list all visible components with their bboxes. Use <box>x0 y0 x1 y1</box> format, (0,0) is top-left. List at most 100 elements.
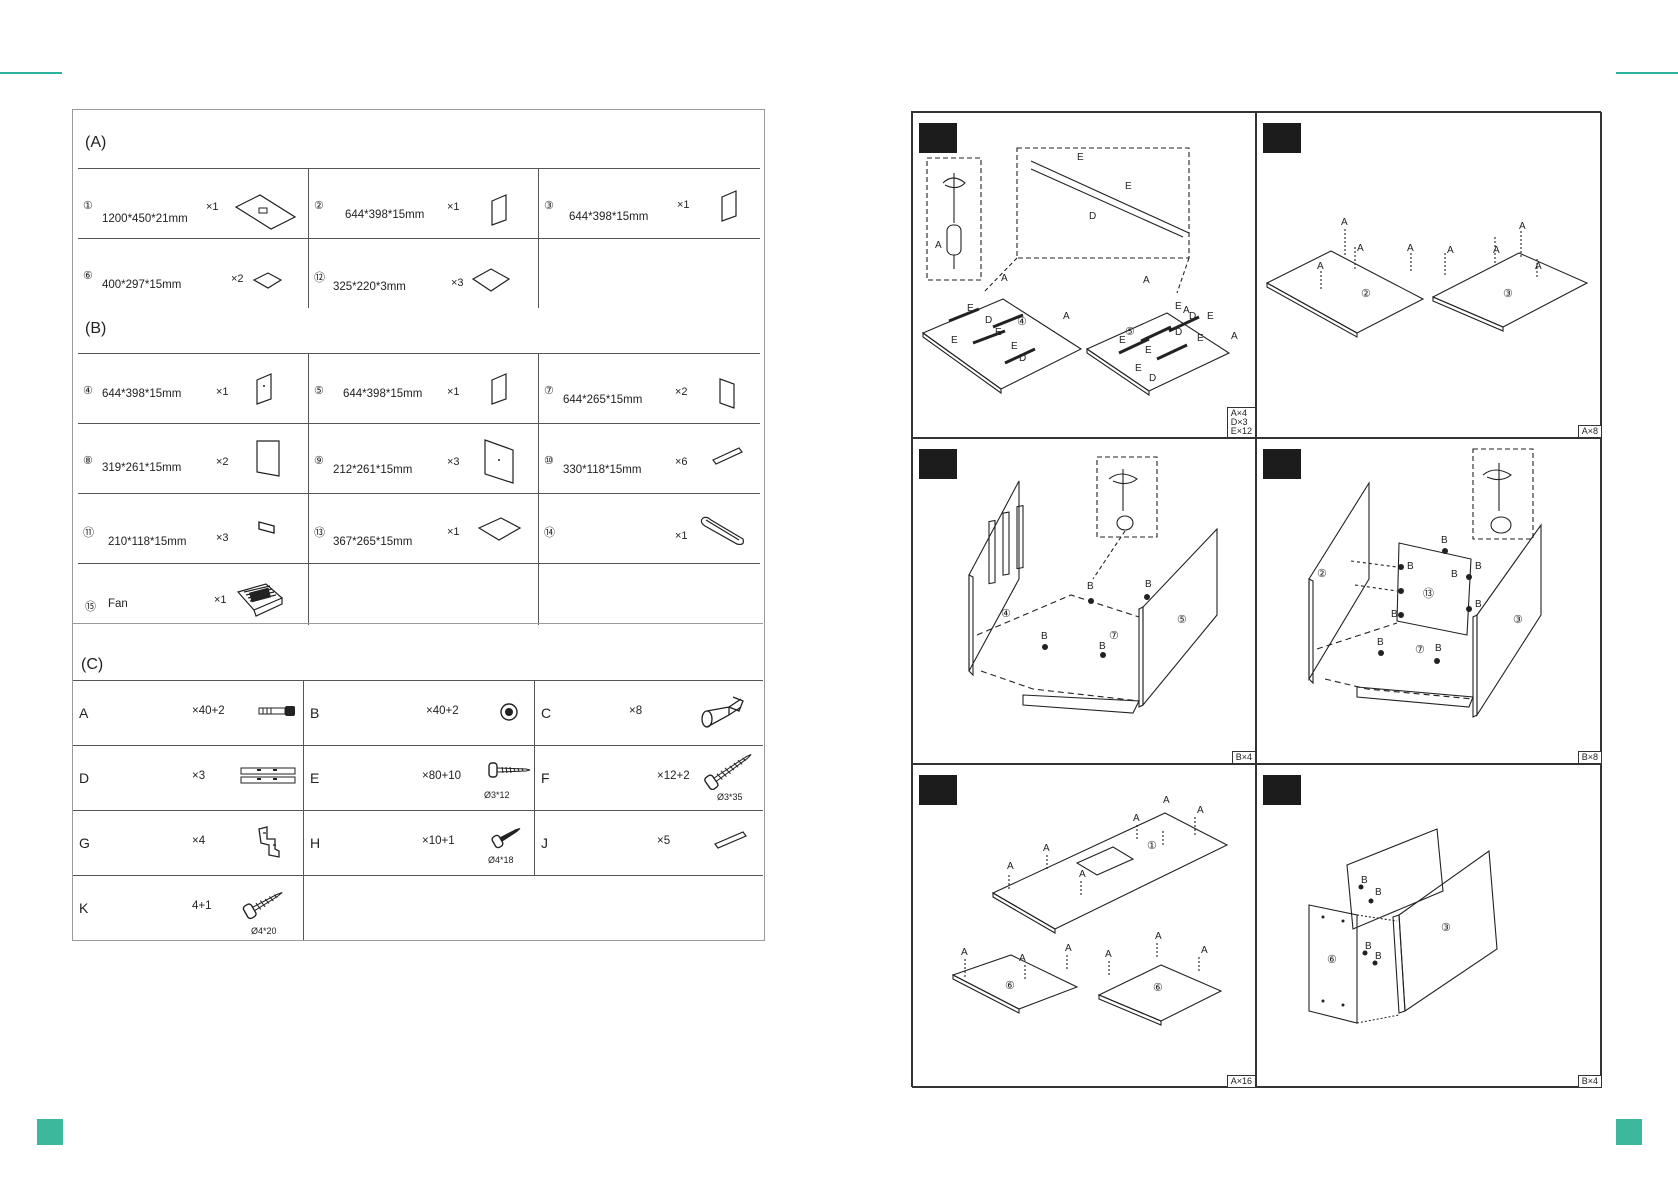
part-quantity: ×2 <box>675 386 688 398</box>
side-panel-icon <box>491 194 507 226</box>
svg-text:A: A <box>1155 931 1162 942</box>
svg-text:A: A <box>1163 795 1170 806</box>
panel-label: ④ <box>1001 608 1011 620</box>
svg-text:D: D <box>1089 211 1096 222</box>
svg-text:A: A <box>1019 953 1026 964</box>
svg-text:A: A <box>1043 843 1050 854</box>
part-dimensions: 644*398*15mm <box>345 209 425 221</box>
hardware-cell: C ×8 <box>534 680 763 745</box>
panel-label: ⑥ <box>1327 954 1337 966</box>
bottom-left-accent-square <box>37 1119 63 1145</box>
section-divider <box>73 623 763 624</box>
hardware-size: Ø4*20 <box>251 926 277 936</box>
step-number-badge <box>919 775 957 805</box>
svg-text:A: A <box>961 947 968 958</box>
parts-list-table: (A) ① 1200*450*21mm ×1 ② 644*398*15mm ×1… <box>72 109 765 941</box>
svg-text:A: A <box>1231 331 1238 342</box>
svg-text:A: A <box>1143 275 1150 286</box>
svg-text:B: B <box>1375 951 1382 962</box>
part-cell: ⑮ Fan ×1 <box>78 563 308 625</box>
part-dimensions: 367*265*15mm <box>333 536 413 548</box>
svg-text:A: A <box>1105 949 1112 960</box>
hardware-cell: K 4+1 Ø4*20 <box>73 875 303 940</box>
svg-text:B: B <box>1475 561 1482 572</box>
svg-text:A: A <box>1357 243 1364 254</box>
part-quantity: ×2 <box>216 456 229 468</box>
step-number-badge <box>919 449 957 479</box>
svg-text:B: B <box>1475 599 1482 610</box>
hardware-count: B×4 <box>1581 1076 1598 1086</box>
part-number: ② <box>314 200 324 212</box>
top-panel-icon <box>234 194 297 230</box>
part-cell: ⑬ 367*265*15mm ×1 <box>308 493 538 563</box>
part-dimensions: 212*261*15mm <box>333 464 413 476</box>
bracket-icon <box>258 826 280 858</box>
part-cell: ⑧ 319*261*15mm ×2 <box>78 423 308 493</box>
short-screw-icon <box>488 762 531 778</box>
drawer-strip-icon <box>712 447 743 465</box>
part-dimensions: 644*265*15mm <box>563 394 643 406</box>
hardware-cell: F ×12+2 Ø3*35 <box>534 745 763 810</box>
svg-text:D: D <box>1189 311 1196 322</box>
part-number: ⑭ <box>544 527 555 539</box>
panel-label: ⑤ <box>1125 326 1135 338</box>
svg-text:B: B <box>1361 875 1368 886</box>
part-dimensions: Fan <box>108 598 128 610</box>
hardware-letter: E <box>310 770 320 786</box>
svg-text:A: A <box>1197 805 1204 816</box>
hardware-count: E×12 <box>1230 426 1252 436</box>
section-c-label: (C) <box>81 656 104 673</box>
part-quantity: ×1 <box>206 201 219 213</box>
svg-text:A: A <box>935 240 942 251</box>
step-number-badge <box>1263 775 1301 805</box>
hardware-letter: C <box>541 705 552 721</box>
part-cell: ⑥ 400*297*15mm ×2 <box>78 238 308 308</box>
svg-text:E: E <box>1119 335 1126 346</box>
part-cell: ③ 644*398*15mm ×1 <box>538 168 760 238</box>
svg-text:A: A <box>1407 243 1414 254</box>
part-number: ⑦ <box>544 385 554 397</box>
part-number: ⑪ <box>83 527 94 539</box>
hardware-count: A×4 <box>1230 408 1247 418</box>
panel-label: ③ <box>1441 922 1451 934</box>
section-b-label: (B) <box>85 320 107 337</box>
part-number: ⑧ <box>83 455 93 467</box>
back-board-icon <box>471 268 511 292</box>
svg-text:A: A <box>1317 261 1324 272</box>
adjustable-foot-icon <box>701 696 744 728</box>
hardware-count-tag: B×4 <box>1577 1075 1601 1087</box>
empty-cell <box>308 563 538 625</box>
empty-cell <box>538 563 760 625</box>
divider-panel-icon <box>484 439 514 484</box>
panel-label: ⑦ <box>1109 630 1119 642</box>
svg-text:A: A <box>1519 221 1526 232</box>
hardware-quantity: ×40+2 <box>192 705 225 717</box>
svg-text:B: B <box>1099 641 1106 652</box>
svg-text:A: A <box>1493 245 1500 256</box>
part-number: ⑬ <box>314 527 325 539</box>
hardware-count: B×4 <box>1235 752 1252 762</box>
hardware-letter: K <box>79 900 89 916</box>
panel-label: ③ <box>1513 614 1523 626</box>
hardware-letter: H <box>310 835 321 851</box>
svg-text:D: D <box>985 315 992 326</box>
hardware-count-tag: A×16 <box>1226 1075 1255 1087</box>
svg-text:A: A <box>1079 869 1086 880</box>
svg-text:B: B <box>1451 569 1458 580</box>
svg-text:A: A <box>1007 861 1014 872</box>
drawer-slide-icon <box>240 767 296 784</box>
part-quantity: ×2 <box>231 273 244 285</box>
svg-text:E: E <box>951 335 958 346</box>
svg-text:E: E <box>1145 345 1152 356</box>
svg-text:B: B <box>1441 535 1448 546</box>
svg-text:A: A <box>1183 305 1190 316</box>
hardware-quantity: ×4 <box>192 835 206 847</box>
svg-text:B: B <box>1087 581 1094 592</box>
hardware-letter: A <box>79 705 89 721</box>
svg-text:B: B <box>1145 579 1152 590</box>
hardware-quantity: ×12+2 <box>657 770 690 782</box>
part-cell: ⑫ 325*220*3mm ×3 <box>308 238 538 308</box>
